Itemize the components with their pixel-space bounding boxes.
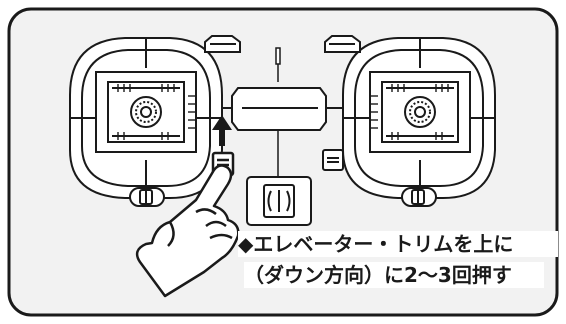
bottom-right-switch (401, 187, 437, 207)
center-display (231, 87, 327, 131)
instruction-line-2: （ダウン方向）に2〜3回押す (244, 262, 544, 288)
power-switch (246, 176, 312, 226)
antenna-post (275, 47, 281, 65)
left-stick-gimbal (69, 37, 223, 199)
right-stick-gimbal (342, 37, 496, 199)
top-right-switch (324, 35, 361, 53)
right-trim-switch (322, 149, 344, 171)
bottom-left-switch (129, 187, 165, 207)
instruction-line-1: ◆エレベーター・トリムを上に (238, 231, 558, 257)
top-left-switch (204, 35, 241, 53)
up-arrow-icon (212, 115, 232, 146)
pointing-hand-icon (135, 164, 240, 298)
